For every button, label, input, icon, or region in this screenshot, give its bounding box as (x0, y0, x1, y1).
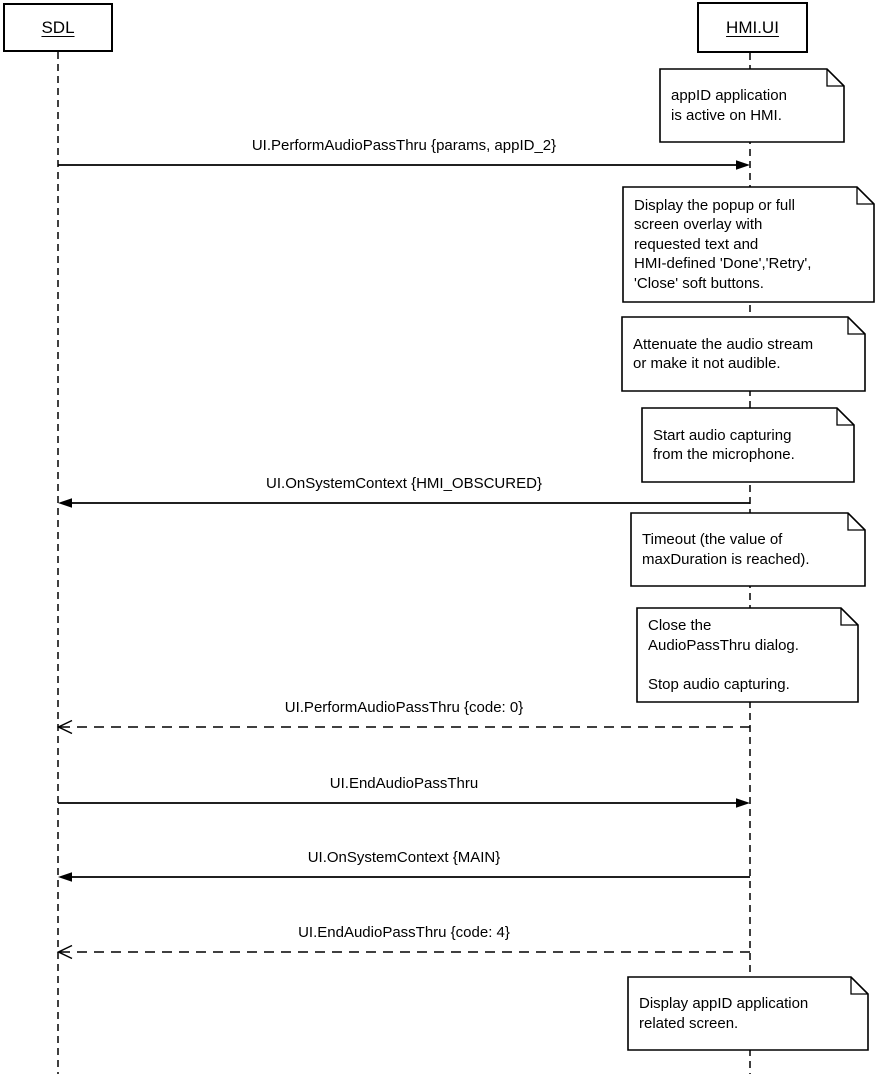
filled-arrowhead-icon (736, 160, 750, 170)
note-start-capturing: Start audio capturing from the microphon… (641, 407, 855, 483)
note-shape (636, 607, 859, 703)
note-text: Start audio capturing from the microphon… (653, 426, 795, 464)
participant-hmi-ui-label: HMI.UI (726, 17, 779, 37)
message-label-1: UI.PerformAudioPassThru {params, appID_2… (251, 137, 557, 154)
note-shape (622, 186, 875, 303)
note-text: Close the AudioPassThru dialog. Stop aud… (648, 617, 799, 693)
message-arrow-6 (56, 944, 750, 960)
note-shape (630, 512, 866, 587)
filled-arrowhead-icon (58, 872, 72, 882)
message-arrow-2 (58, 498, 750, 508)
note-text: Display the popup or full screen overlay… (634, 196, 812, 292)
message-arrow-3 (56, 719, 750, 735)
note-fold-icon (847, 317, 865, 335)
message-arrow-1 (58, 160, 750, 170)
note-text: Display appID application related screen… (639, 995, 809, 1032)
note-close-dialog: Close the AudioPassThru dialog. Stop aud… (636, 607, 859, 703)
note-text: Attenuate the audio stream or make it no… (633, 335, 814, 373)
message-arrow-5 (58, 872, 750, 882)
message-arrow-4 (58, 798, 750, 808)
participant-hmi-ui: HMI.UI (697, 2, 808, 53)
participant-sdl: SDL (3, 3, 113, 52)
message-label-5: UI.OnSystemContext {MAIN} (307, 849, 501, 866)
note-fold-icon (847, 513, 865, 531)
note-timeout: Timeout (the value of maxDuration is rea… (630, 512, 866, 587)
note-text: Timeout (the value of maxDuration is rea… (642, 531, 810, 568)
note-text: appID application is active on HMI. (671, 87, 787, 124)
note-appid-active: appID application is active on HMI. (659, 68, 845, 143)
note-attenuate-audio: Attenuate the audio stream or make it no… (621, 316, 866, 392)
note-fold-icon (826, 69, 844, 87)
message-label-4: UI.EndAudioPassThru (329, 775, 479, 792)
note-display-popup: Display the popup or full screen overlay… (622, 186, 875, 303)
open-arrowhead-icon (56, 944, 73, 960)
message-label-2: UI.OnSystemContext {HMI_OBSCURED} (266, 475, 542, 492)
note-fold-icon (856, 187, 874, 205)
note-shape (659, 68, 845, 143)
note-fold-icon (836, 408, 854, 426)
note-shape (641, 407, 855, 483)
note-shape (621, 316, 866, 392)
note-fold-icon (850, 977, 868, 995)
note-shape (627, 976, 869, 1051)
filled-arrowhead-icon (736, 798, 750, 808)
message-label-3: UI.PerformAudioPassThru {code: 0} (284, 699, 524, 716)
open-arrowhead-icon (56, 719, 73, 735)
filled-arrowhead-icon (58, 498, 72, 508)
participant-sdl-label: SDL (41, 17, 75, 37)
message-label-6: UI.EndAudioPassThru {code: 4} (298, 924, 510, 941)
note-display-app-screen: Display appID application related screen… (627, 976, 869, 1051)
note-fold-icon (840, 608, 858, 626)
